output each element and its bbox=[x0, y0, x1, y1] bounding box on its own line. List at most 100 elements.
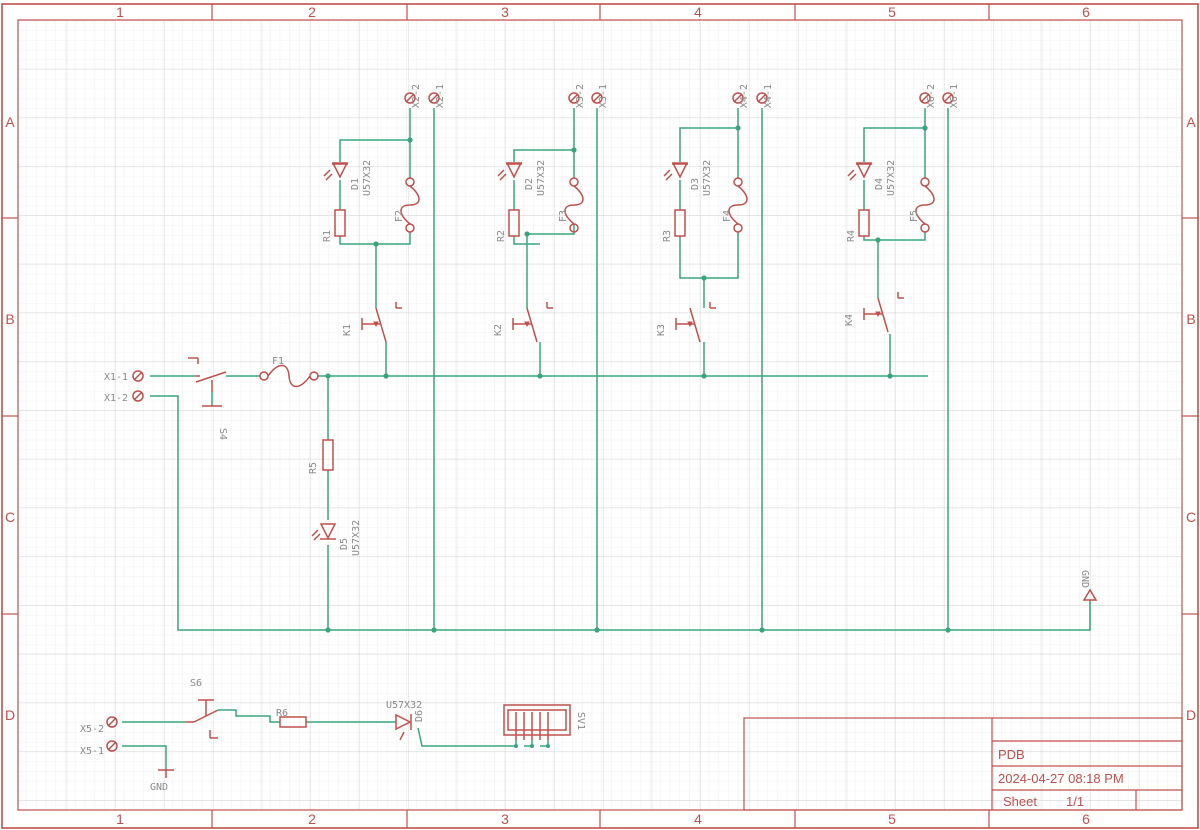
gnd-aux[interactable]: GND bbox=[150, 769, 174, 793]
zone-y-d-right: D bbox=[1186, 707, 1196, 723]
zone-x-3-bottom: 3 bbox=[501, 811, 509, 827]
connector-x2-1[interactable]: X2-1 bbox=[428, 84, 446, 108]
x1-2-label: X1-2 bbox=[104, 393, 128, 404]
resistor-r1[interactable]: R1 bbox=[322, 209, 346, 242]
led-value: U57X32 bbox=[362, 160, 373, 196]
zone-y-c: C bbox=[5, 509, 15, 525]
gnd-main[interactable]: GND bbox=[1079, 570, 1098, 601]
title-block-name: PDB bbox=[998, 747, 1025, 762]
led-value: U57X32 bbox=[536, 160, 547, 196]
s4-label: S4 bbox=[217, 428, 228, 440]
zone-y-d: D bbox=[5, 707, 15, 723]
led-value: U57X32 bbox=[886, 160, 897, 196]
d6-led[interactable]: U57X32 D6 bbox=[386, 700, 425, 741]
x5-1-terminal[interactable]: X5-1 bbox=[80, 740, 118, 757]
f1-label: F1 bbox=[272, 356, 284, 367]
connector-x6-1[interactable]: X6-1 bbox=[942, 84, 960, 108]
r6-label: R6 bbox=[276, 708, 288, 719]
resistor-label: R2 bbox=[496, 230, 507, 242]
s6-switch[interactable]: S6 bbox=[186, 678, 219, 739]
fuse-f5[interactable]: F5 bbox=[909, 177, 935, 233]
switch-label: K4 bbox=[844, 314, 855, 326]
sv1-label: SV1 bbox=[575, 712, 586, 730]
title-block-sheet-label: Sheet bbox=[1003, 794, 1037, 809]
zone-y-b: B bbox=[5, 311, 14, 327]
connector-label: X2-1 bbox=[435, 84, 446, 108]
zone-labels-left: A B C D bbox=[5, 114, 15, 723]
d5-value: U57X32 bbox=[351, 520, 362, 556]
connector-x3-2[interactable]: X3-2 bbox=[568, 84, 586, 108]
resistor-label: R3 bbox=[662, 230, 673, 242]
zone-x-1: 1 bbox=[116, 4, 124, 20]
sv1-connector[interactable]: SV1 bbox=[503, 704, 586, 740]
switch-label: K2 bbox=[493, 324, 504, 336]
title-block: PDB 2024-04-27 08:18 PM Sheet 1/1 bbox=[743, 717, 1183, 811]
led-label: D3 bbox=[690, 178, 701, 190]
x1-2-terminal[interactable]: X1-2 bbox=[104, 390, 144, 404]
fuse-label: F4 bbox=[722, 210, 733, 222]
fuse-f4[interactable]: F4 bbox=[722, 177, 748, 233]
zone-x-4-bottom: 4 bbox=[694, 811, 702, 827]
switch-k3[interactable]: K3 bbox=[656, 302, 716, 343]
fuse-label: F5 bbox=[909, 210, 920, 222]
r6-resistor[interactable]: R6 bbox=[276, 708, 307, 728]
connector-x2-2[interactable]: X2-2 bbox=[404, 84, 422, 108]
fuse-f3[interactable]: F3 bbox=[558, 177, 584, 233]
fuse-label: F3 bbox=[558, 210, 569, 222]
s4-switch[interactable]: S4 bbox=[188, 357, 228, 440]
zone-x-2-bottom: 2 bbox=[308, 811, 316, 827]
x5-2-label: X5-2 bbox=[80, 724, 104, 735]
f1-fuse[interactable]: F1 bbox=[259, 356, 319, 388]
x1-1-terminal[interactable]: X1-1 bbox=[104, 370, 144, 383]
connector-label: X2-2 bbox=[411, 84, 422, 108]
switch-k1[interactable]: K1 bbox=[342, 302, 402, 343]
connector-x4-2[interactable]: X4-2 bbox=[732, 84, 750, 108]
resistor-r2[interactable]: R2 bbox=[496, 209, 520, 242]
zone-x-5: 5 bbox=[888, 4, 896, 20]
connector-x3-1[interactable]: X3-1 bbox=[591, 84, 609, 108]
zone-x-6: 6 bbox=[1082, 4, 1090, 20]
zone-y-a-right: A bbox=[1186, 114, 1196, 130]
wires bbox=[122, 108, 1091, 770]
resistor-label: R4 bbox=[846, 230, 857, 242]
x5-2-terminal[interactable]: X5-2 bbox=[80, 716, 118, 735]
connector-label: X4-1 bbox=[763, 84, 774, 108]
led-label: D4 bbox=[874, 178, 885, 190]
gnd-aux-label: GND bbox=[150, 782, 168, 793]
x5-1-label: X5-1 bbox=[80, 746, 104, 757]
zone-x-4: 4 bbox=[694, 4, 702, 20]
d6-label: D6 bbox=[414, 710, 425, 722]
resistor-r4[interactable]: R4 bbox=[846, 209, 870, 242]
d5-led[interactable]: D5 U57X32 bbox=[311, 520, 362, 556]
zone-x-6-bottom: 6 bbox=[1082, 811, 1090, 827]
r5-resistor[interactable]: R5 bbox=[308, 439, 334, 474]
zone-x-1-bottom: 1 bbox=[116, 811, 124, 827]
connector-label: X4-2 bbox=[739, 84, 750, 108]
resistor-r3[interactable]: R3 bbox=[662, 209, 686, 242]
d5-label: D5 bbox=[339, 538, 350, 550]
junctions bbox=[325, 125, 951, 748]
x1-1-label: X1-1 bbox=[104, 372, 128, 383]
fuse-f2[interactable]: F2 bbox=[394, 177, 420, 233]
connector-label: X3-1 bbox=[598, 84, 609, 108]
switch-k2[interactable]: K2 bbox=[493, 302, 553, 343]
switch-k4[interactable]: K4 bbox=[844, 292, 904, 333]
zone-labels-bottom: 1 2 3 4 5 6 bbox=[116, 811, 1090, 827]
resistor-label: R1 bbox=[322, 230, 333, 242]
switch-label: K3 bbox=[656, 324, 667, 336]
connector-label: X6-1 bbox=[949, 84, 960, 108]
connector-label: X6-2 bbox=[926, 84, 937, 108]
connector-x4-1[interactable]: X4-1 bbox=[756, 84, 774, 108]
connector-label: X3-2 bbox=[575, 84, 586, 108]
zone-x-3: 3 bbox=[501, 4, 509, 20]
connector-x6-2[interactable]: X6-2 bbox=[919, 84, 937, 108]
